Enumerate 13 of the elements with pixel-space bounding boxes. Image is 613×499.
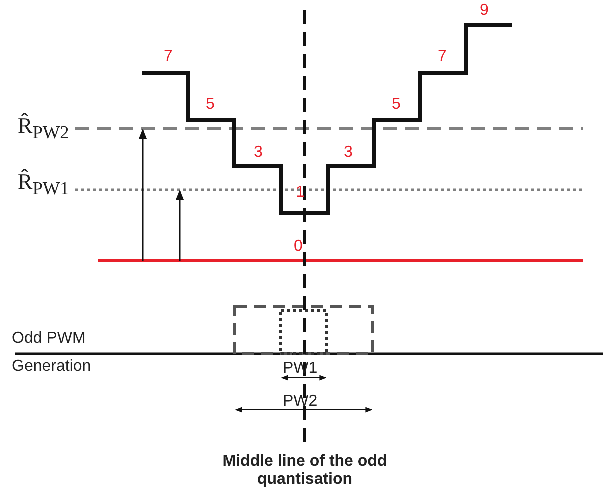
level-number: 7 bbox=[164, 48, 173, 66]
level-number: 5 bbox=[206, 96, 215, 114]
level-number: 5 bbox=[392, 96, 401, 114]
level-number: 0 bbox=[294, 238, 303, 256]
axis-label: Middle line of the odd quantisation bbox=[222, 453, 388, 488]
level-number: 7 bbox=[438, 48, 447, 66]
level-label: R̂$_{PW2}$ bbox=[18, 114, 70, 143]
level-number: 9 bbox=[480, 2, 489, 20]
dimension-label: PW2 bbox=[283, 393, 318, 411]
level-number: 3 bbox=[254, 144, 263, 162]
level-label: R̂$_{PW1}$ bbox=[18, 170, 70, 199]
level-number: 3 bbox=[344, 144, 353, 162]
axis-label: Odd PWM Generation bbox=[12, 329, 92, 377]
